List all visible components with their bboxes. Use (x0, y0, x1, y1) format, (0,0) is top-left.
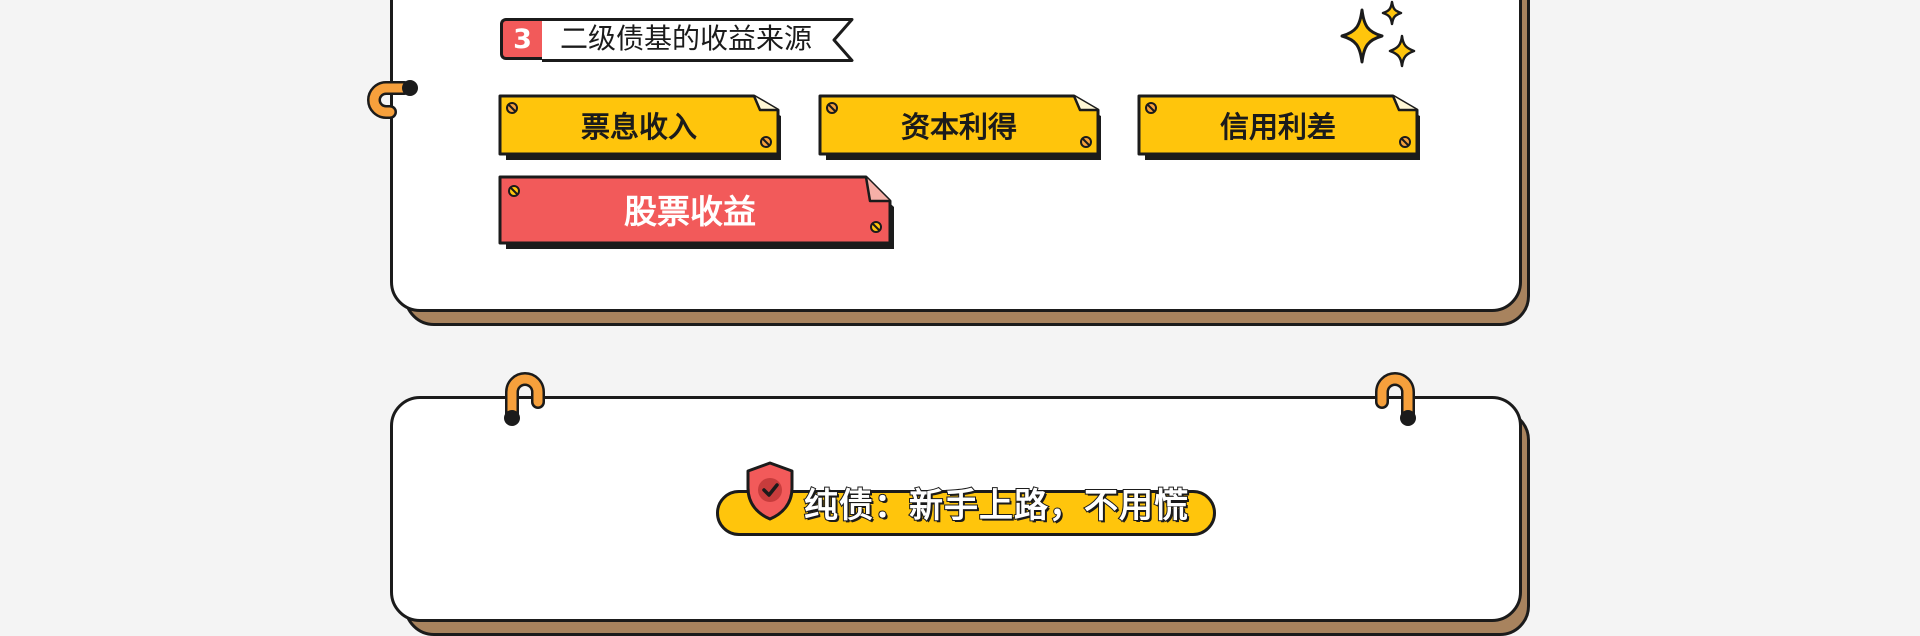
section-header: 3 二级债基的收益来源 (500, 18, 854, 62)
shield-check-icon (746, 461, 794, 521)
section-title: 二级债基的收益来源 (560, 22, 813, 55)
tag-label: 资本利得 (900, 110, 1017, 144)
tag-label: 信用利差 (1219, 110, 1336, 144)
tag-stock-return: 股票收益 (498, 175, 900, 251)
binder-ring-icon (1375, 372, 1416, 426)
sparkle-icon (1340, 0, 1416, 68)
binder-ring-icon (367, 80, 418, 119)
tag-capital-gain: 资本利得 (818, 94, 1108, 162)
banner-pill (716, 490, 1216, 536)
pure-bond-banner: 纯债：新手上路，不用慌 (716, 461, 1216, 540)
tag-label: 票息收入 (580, 110, 697, 144)
tag-coupon-income: 票息收入 (498, 94, 788, 162)
banner-title: 纯债：新手上路，不用慌 (803, 485, 1189, 527)
binder-ring-icon (504, 372, 545, 426)
tag-credit-spread: 信用利差 (1137, 94, 1427, 162)
tag-label: 股票收益 (624, 192, 756, 231)
section-title-box: 二级债基的收益来源 (542, 18, 854, 62)
section-number: 3 (500, 18, 542, 60)
